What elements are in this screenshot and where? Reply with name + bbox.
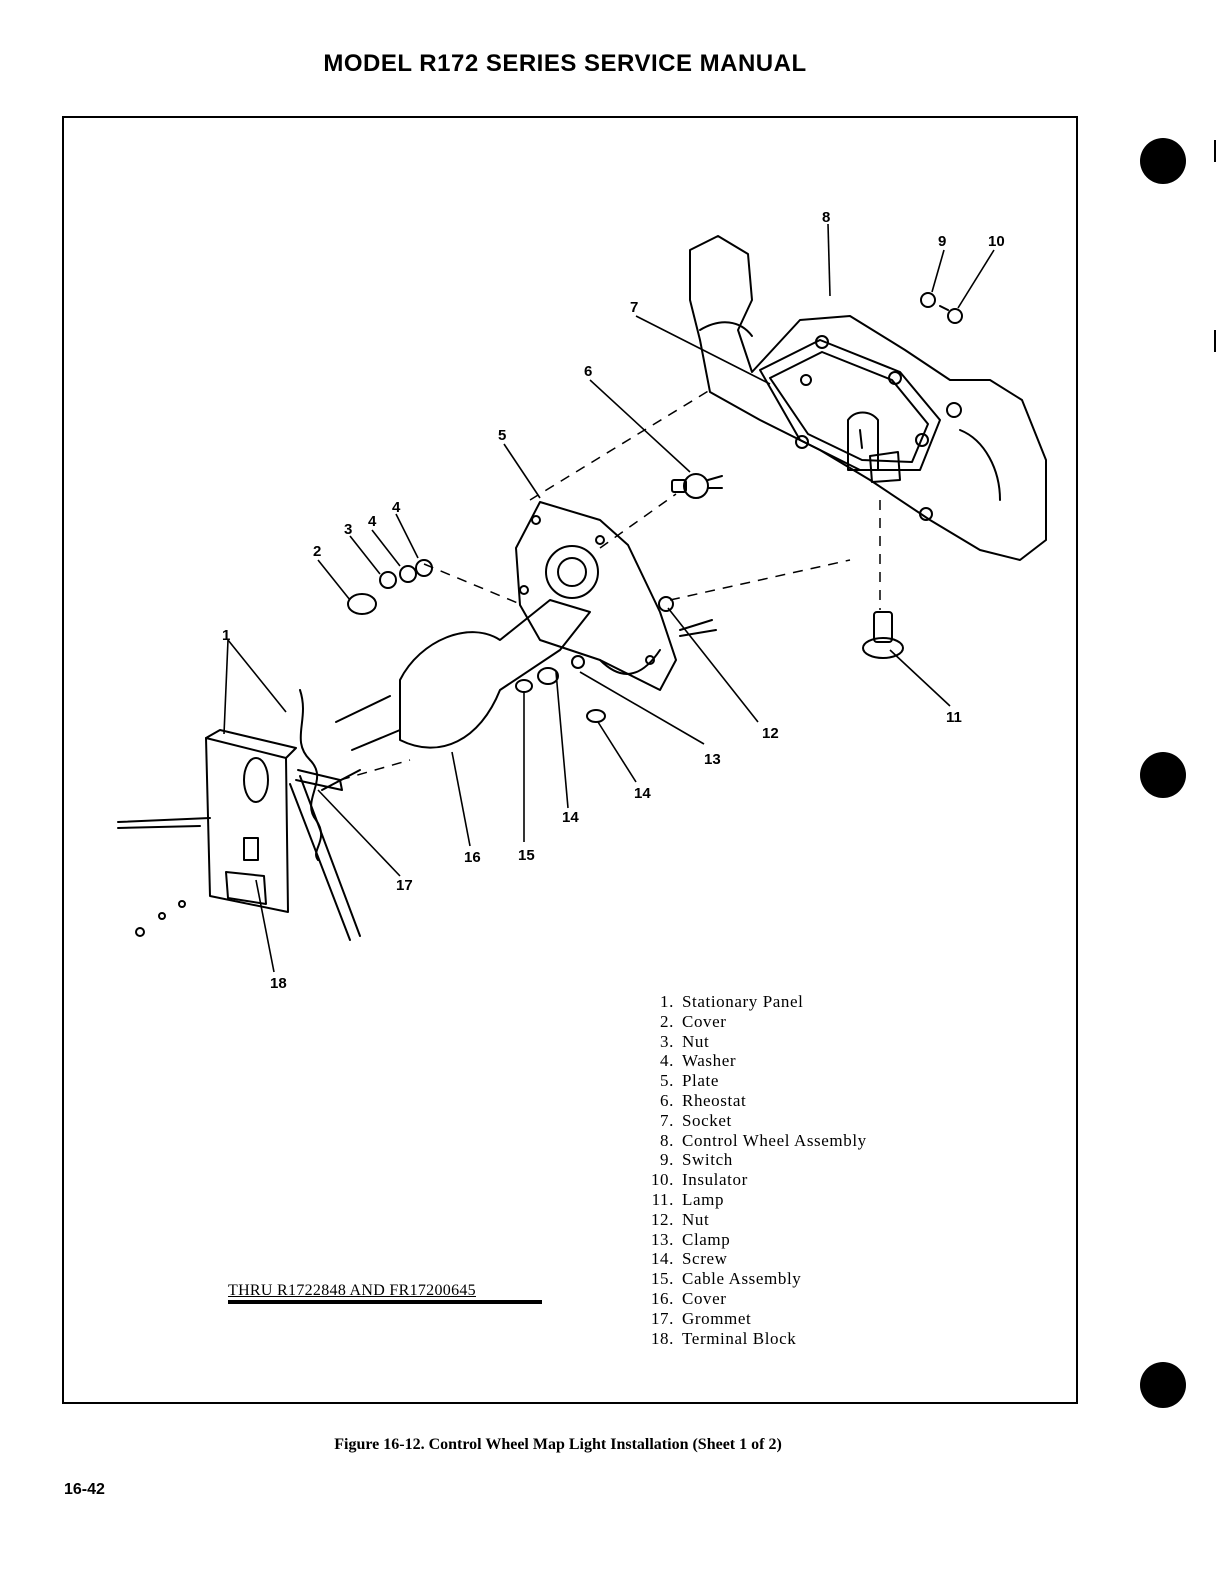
- applicability-underline-bar: [228, 1300, 542, 1304]
- legend-item: 4.Washer: [660, 1051, 737, 1071]
- binder-hole-bottom: [1140, 1362, 1186, 1408]
- callout-15: 15: [518, 847, 535, 864]
- manual-header: MODEL R172 SERIES SERVICE MANUAL: [323, 50, 807, 77]
- callout-4b: 4: [392, 499, 401, 516]
- page-number: 16-42: [64, 1481, 105, 1498]
- legend-item: 9.Switch: [660, 1150, 733, 1170]
- legend-item: 11.Lamp: [651, 1189, 725, 1209]
- edge-mark: [1214, 330, 1216, 352]
- callout-4: 4: [368, 513, 377, 530]
- callout-1: 1: [222, 627, 230, 644]
- legend-item: 16.Cover: [650, 1288, 727, 1308]
- callout-7: 7: [630, 299, 638, 316]
- callout-18: 18: [270, 975, 287, 992]
- nut-clamp-screw-cable: [515, 596, 717, 723]
- lamp: [862, 611, 904, 659]
- callout-8: 8: [822, 209, 830, 226]
- edge-mark: [1214, 140, 1216, 162]
- callout-13: 13: [704, 751, 721, 768]
- legend-item: 14.Screw: [650, 1249, 728, 1269]
- figure-frame: [62, 116, 1078, 1404]
- callout-14b: 14: [562, 809, 579, 826]
- stationary-panel: [117, 729, 361, 941]
- legend-item: 17.Grommet: [650, 1308, 752, 1328]
- callout-2: 2: [313, 543, 321, 560]
- callout-16: 16: [464, 849, 481, 866]
- legend-item: 2.Cover: [660, 1011, 727, 1031]
- callout-14: 14: [634, 785, 651, 802]
- callout-5: 5: [498, 427, 506, 444]
- callout-9: 9: [938, 233, 946, 250]
- legend-item: 3.Nut: [660, 1031, 710, 1051]
- callout-12: 12: [762, 725, 779, 742]
- binder-hole-middle: [1140, 752, 1186, 798]
- callout-10: 10: [988, 233, 1005, 250]
- rheostat: [671, 473, 723, 499]
- legend-item: 1.Stationary Panel: [660, 992, 804, 1011]
- legend-item: 5.Plate: [660, 1071, 719, 1091]
- legend-item: 15.Cable Assembly: [650, 1269, 802, 1289]
- legend-item: 12.Nut: [650, 1209, 710, 1229]
- legend-item: 7.Socket: [660, 1110, 732, 1130]
- callout-17: 17: [396, 877, 413, 894]
- control-wheel-assembly: [689, 235, 1047, 561]
- wire: [299, 689, 323, 861]
- legend-item: 10.Insulator: [650, 1170, 748, 1190]
- parts-legend: 1.Stationary Panel 2.Cover 3.Nut 4.Washe…: [640, 992, 867, 1348]
- callout-11: 11: [946, 709, 962, 726]
- switch-and-insulator: [920, 292, 963, 324]
- legend-item: 6.Rheostat: [660, 1090, 747, 1110]
- serial-applicability: THRU R1722848 AND FR17200645: [228, 1282, 476, 1299]
- callout-6: 6: [584, 363, 592, 380]
- legend-item: 8.Control Wheel Assembly: [660, 1130, 867, 1150]
- plate: [515, 501, 677, 691]
- small-hardware: [347, 559, 433, 615]
- control-column-cover: [321, 599, 591, 791]
- legend-item: 18.Terminal Block: [650, 1328, 797, 1348]
- callout-3: 3: [344, 521, 352, 538]
- binder-hole-top: [1140, 138, 1186, 184]
- figure-caption: Figure 16-12. Control Wheel Map Light In…: [334, 1436, 782, 1453]
- legend-item: 13.Clamp: [650, 1229, 731, 1249]
